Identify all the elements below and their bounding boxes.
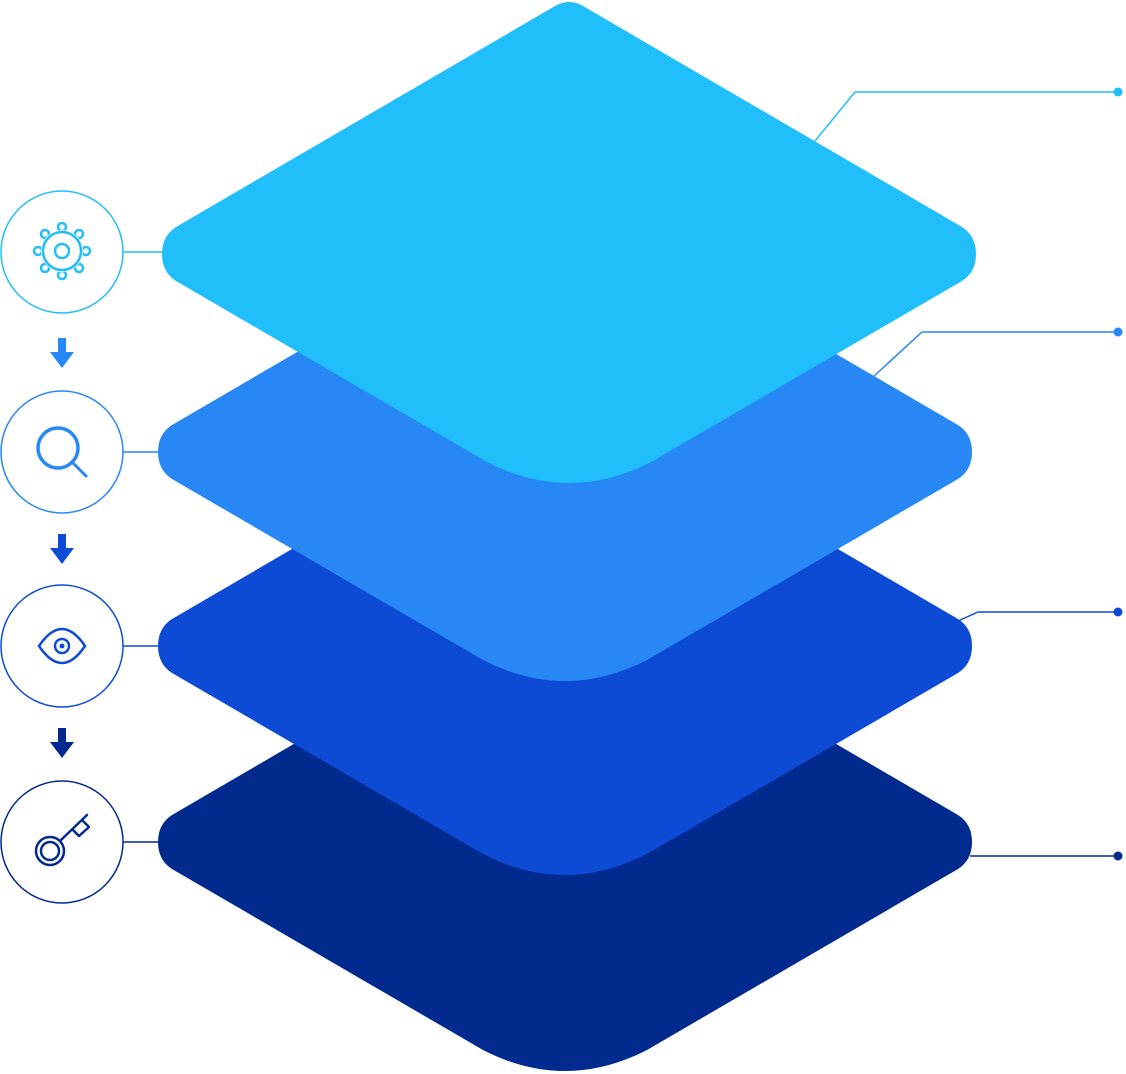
key-bow — [34, 835, 66, 867]
callout-dot-visibility — [1113, 607, 1123, 617]
layer-configuration — [162, 2, 976, 483]
gear-tooth — [39, 228, 51, 240]
callout-dot-search — [1113, 327, 1123, 337]
arrow-down-icon — [50, 534, 74, 564]
gear-tooth — [73, 228, 85, 240]
gear-body-mask — [41, 230, 83, 272]
gear-tooth — [39, 262, 51, 274]
gear-tooth — [73, 262, 85, 274]
key-shaft — [59, 813, 89, 842]
arrow-down-icon — [50, 728, 74, 758]
icon-circle-search — [0, 390, 124, 514]
key-bit — [71, 819, 91, 838]
callout-line-search — [872, 331, 1118, 378]
callout-dot-configuration — [1113, 87, 1123, 97]
eye-icon — [37, 627, 87, 665]
gear-icon — [32, 221, 92, 281]
search-handle — [71, 461, 88, 478]
callout-dot-access — [1113, 851, 1123, 861]
eye-pupil — [59, 643, 65, 649]
callout-line-configuration — [814, 91, 1118, 142]
gear-hub — [53, 242, 71, 260]
callout-line-visibility — [957, 611, 1118, 622]
key-bow-inner — [39, 840, 61, 862]
search-lens — [36, 426, 80, 470]
arrow-down-icon — [50, 338, 74, 368]
eye-outline — [37, 627, 87, 665]
gear-body — [41, 230, 83, 272]
key-icon — [34, 813, 91, 867]
search-icon — [36, 426, 88, 478]
eye-iris — [53, 637, 71, 655]
